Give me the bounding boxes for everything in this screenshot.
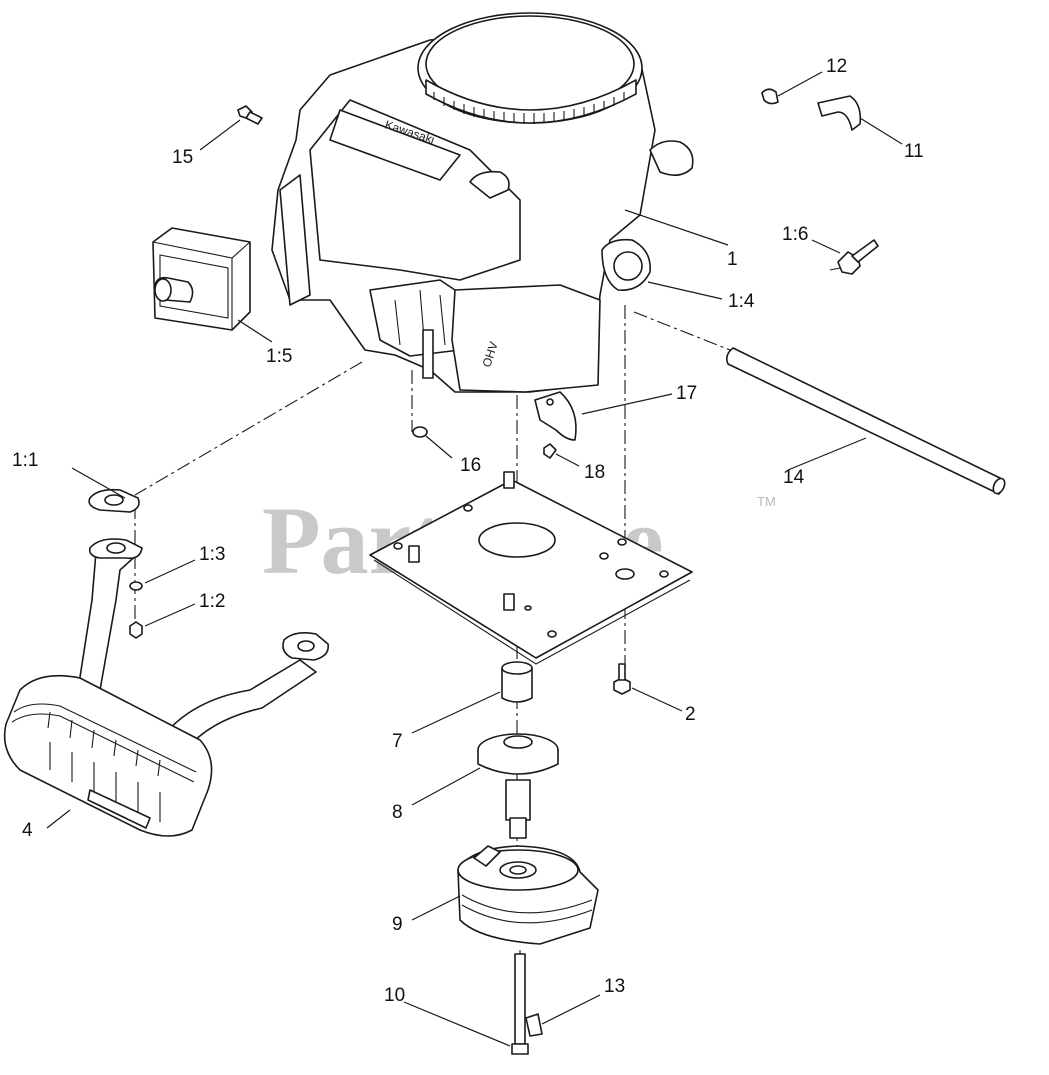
callout-9: 9 <box>392 914 403 935</box>
callout-15: 15 <box>172 147 193 168</box>
washer-16 <box>412 426 428 438</box>
clutch-bolt <box>511 953 529 1055</box>
callout-2: 2 <box>685 704 696 725</box>
assembly-lines <box>134 305 736 1045</box>
leader-lines <box>46 71 903 1047</box>
pulley <box>477 733 559 839</box>
muffler <box>3 538 330 837</box>
exhaust-assembly-line <box>134 361 363 496</box>
callout-12: 12 <box>826 56 847 77</box>
spacer <box>501 661 533 703</box>
spark-plug <box>829 239 879 275</box>
exhaust-gasket <box>88 488 140 513</box>
fuel-line-parts <box>761 88 862 131</box>
callout-10: 10 <box>384 985 405 1006</box>
electric-clutch <box>457 845 599 945</box>
callout-1-4: 1:4 <box>728 291 755 312</box>
callout-16: 16 <box>460 455 481 476</box>
callout-1-5: 1:5 <box>266 346 292 367</box>
blower-grille <box>433 92 625 124</box>
heat-shield <box>534 391 577 441</box>
callout-18: 18 <box>584 462 605 483</box>
air-filter <box>152 227 251 331</box>
callout-7: 7 <box>392 731 403 752</box>
callout-11: 11 <box>904 141 924 162</box>
callout-4: 4 <box>22 820 33 841</box>
watermark-trademark: TM <box>757 494 776 509</box>
nut-1-2 <box>129 621 143 639</box>
mount-plate <box>369 471 693 665</box>
bolt-15 <box>237 105 263 125</box>
callout-17: 17 <box>676 383 697 404</box>
callout-1-3: 1:3 <box>199 544 225 565</box>
callout-1-1: 1:1 <box>12 450 38 471</box>
callout-14: 14 <box>783 467 805 488</box>
dipstick-tube <box>726 347 1006 495</box>
screw-18 <box>543 443 557 459</box>
bolt-2 <box>613 663 631 695</box>
washer-1-3 <box>129 581 143 591</box>
callout-1-2: 1:2 <box>199 591 225 612</box>
dipstick-tube-line <box>633 311 736 353</box>
callout-labels: 1 1:1 1:2 1:3 1:4 1:5 1:6 2 4 7 8 9 10 1… <box>12 56 924 1006</box>
clutch-key-13 <box>525 1013 543 1037</box>
callout-8: 8 <box>392 802 403 823</box>
callout-1-6: 1:6 <box>782 224 808 245</box>
callout-13: 13 <box>604 976 625 997</box>
engine: Kawasaki OHV <box>271 12 694 393</box>
callout-1: 1 <box>727 249 738 270</box>
